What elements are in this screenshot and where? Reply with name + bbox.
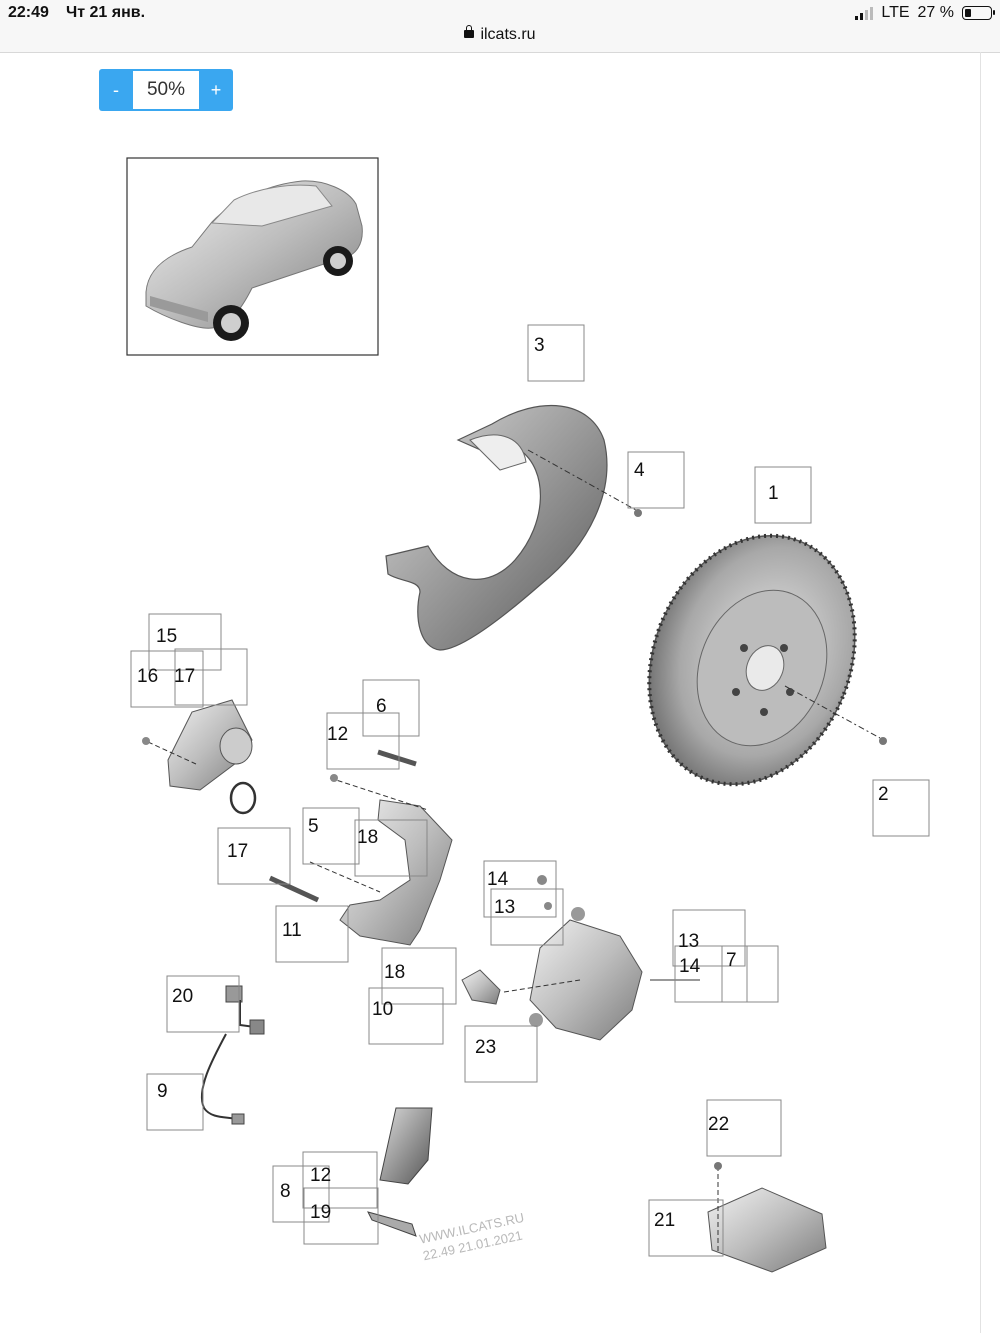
brake-shield-part[interactable]	[385, 405, 608, 651]
callout-boxes	[130, 324, 930, 1257]
vehicle-thumbnail[interactable]	[126, 157, 379, 356]
callout-number[interactable]: 12	[327, 724, 349, 745]
callout-box[interactable]	[527, 324, 585, 382]
parking-motor-part[interactable]	[142, 699, 257, 815]
callout-number[interactable]: 21	[654, 1210, 676, 1231]
status-indicators: LTE 27 %	[855, 4, 995, 22]
callout-number[interactable]: 12	[310, 1165, 332, 1186]
zoom-value: 50%	[133, 69, 199, 111]
callout-box[interactable]	[362, 679, 420, 737]
callout-number[interactable]: 19	[310, 1202, 332, 1223]
battery-icon	[962, 6, 995, 20]
callout-number[interactable]: 10	[372, 999, 394, 1020]
callout-box[interactable]	[166, 975, 240, 1033]
callout-box[interactable]	[146, 1073, 204, 1131]
callout-box[interactable]	[490, 888, 564, 946]
callout-box[interactable]	[368, 987, 444, 1045]
brake-disc-part[interactable]	[613, 505, 891, 816]
zoom-control: - 50% +	[99, 69, 233, 111]
callout-box[interactable]	[272, 1165, 330, 1223]
callout-box[interactable]	[672, 909, 746, 967]
callout-number[interactable]: 14	[487, 869, 509, 890]
callout-box[interactable]	[303, 1187, 379, 1245]
callout-number[interactable]: 7	[726, 950, 737, 971]
callout-number[interactable]: 18	[357, 827, 379, 848]
callout-number[interactable]: 8	[280, 1181, 291, 1202]
caliper-carrier-part[interactable]	[268, 749, 453, 946]
callout-number[interactable]: 13	[494, 897, 516, 918]
callout-number[interactable]: 14	[679, 956, 701, 977]
zoom-out-button[interactable]: -	[99, 69, 133, 111]
battery-percent: 27 %	[917, 4, 954, 21]
callout-box[interactable]	[627, 451, 685, 509]
callout-box[interactable]	[130, 650, 204, 708]
callout-number[interactable]: 17	[227, 841, 249, 862]
callout-box[interactable]	[648, 1199, 724, 1257]
callout-number[interactable]: 5	[308, 816, 319, 837]
callout-box[interactable]	[381, 947, 457, 1005]
callout-box[interactable]	[326, 712, 400, 770]
callout-box[interactable]	[754, 466, 812, 524]
callout-box[interactable]	[302, 1151, 378, 1209]
callout-number[interactable]: 22	[708, 1114, 730, 1135]
battery-fill	[965, 9, 972, 17]
callout-box[interactable]	[275, 905, 349, 963]
callout-box[interactable]	[872, 779, 930, 837]
callout-number[interactable]: 18	[384, 962, 406, 983]
callout-number[interactable]: 2	[878, 784, 889, 805]
zoom-in-button[interactable]: +	[199, 69, 233, 111]
url-text: ilcats.ru	[480, 26, 536, 43]
scrollbar-track[interactable]	[980, 52, 981, 1333]
status-bar: 22:49 Чт 21 янв. LTE 27 % ilcats.ru	[0, 0, 1000, 53]
lock-icon	[464, 25, 475, 38]
callout-number[interactable]: 17	[174, 666, 196, 687]
callout-number[interactable]: 6	[376, 696, 387, 717]
brake-pads-part[interactable]	[367, 1107, 433, 1237]
status-date: Чт 21 янв.	[66, 4, 146, 21]
callout-number[interactable]: 1	[768, 483, 779, 504]
callout-number[interactable]: 20	[172, 986, 194, 1007]
callout-box[interactable]	[148, 613, 222, 671]
callout-number[interactable]: 11	[282, 920, 302, 941]
signal-icon	[855, 6, 874, 20]
network-label: LTE	[881, 4, 910, 21]
callout-box[interactable]	[674, 945, 748, 1003]
callout-box[interactable]	[464, 1025, 538, 1083]
wear-sensor-part[interactable]	[200, 985, 265, 1125]
callout-box[interactable]	[706, 1099, 782, 1157]
callout-number[interactable]: 15	[156, 626, 178, 647]
status-time: 22:49	[8, 4, 49, 21]
address-bar[interactable]: ilcats.ru	[0, 25, 1000, 44]
callout-box[interactable]	[174, 648, 248, 706]
callout-number[interactable]: 23	[475, 1037, 497, 1058]
callout-box[interactable]	[217, 827, 291, 885]
callout-box[interactable]	[721, 945, 779, 1003]
callout-number[interactable]: 4	[634, 460, 645, 481]
callout-number[interactable]: 9	[157, 1081, 168, 1102]
callout-number[interactable]: 13	[678, 931, 700, 952]
shield-bolt-part[interactable]	[527, 449, 642, 517]
control-unit-part[interactable]	[707, 1162, 827, 1273]
brake-caliper-part[interactable]	[503, 875, 700, 1041]
callout-number[interactable]: 3	[534, 335, 545, 356]
callout-number[interactable]: 16	[137, 666, 159, 687]
callout-box[interactable]	[354, 819, 428, 877]
pad-clip-part[interactable]	[461, 969, 501, 1005]
callout-box[interactable]	[302, 807, 360, 865]
